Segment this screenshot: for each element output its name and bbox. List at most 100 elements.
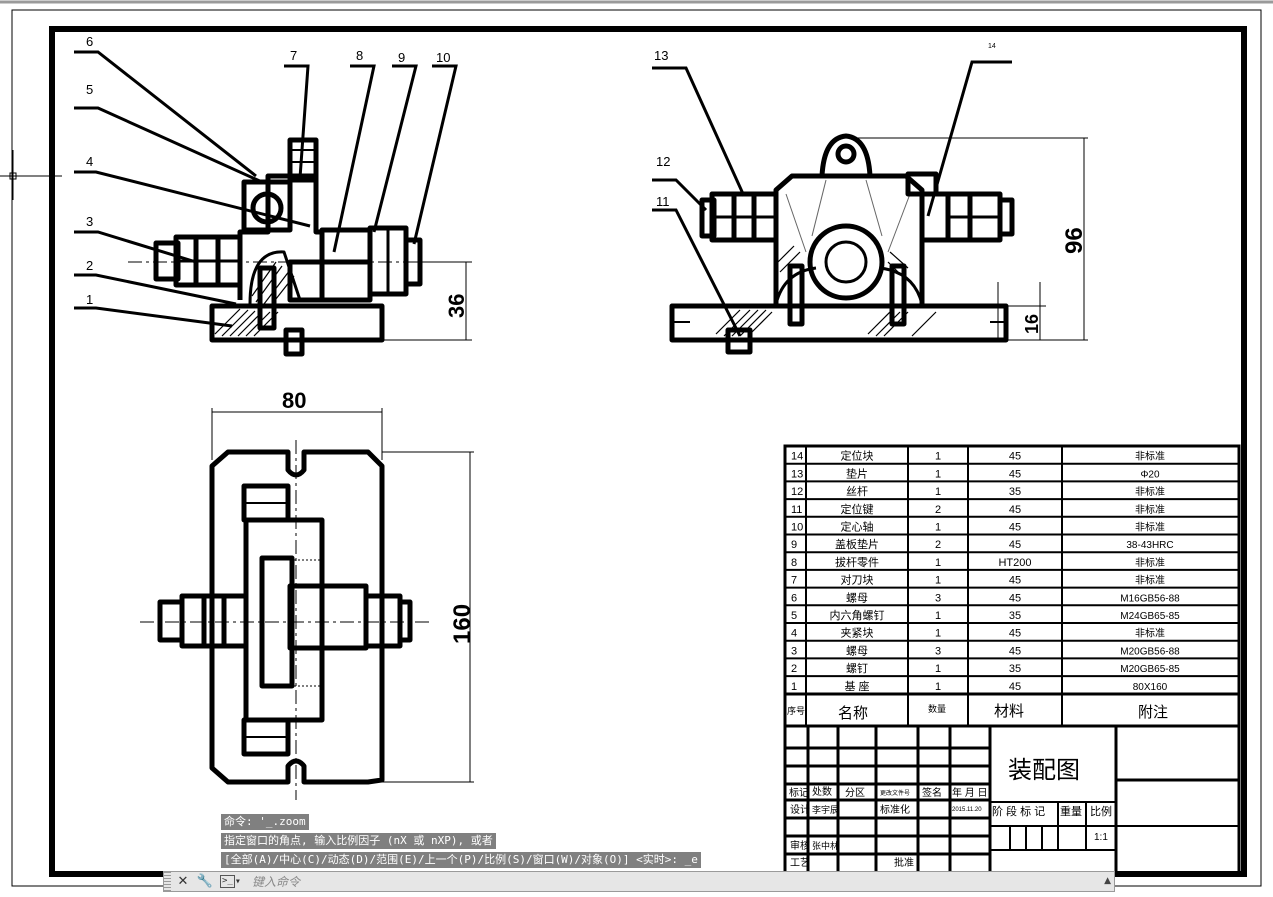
tb-review: 审核 [790, 839, 810, 852]
bom-cell-name: 定心轴 [841, 520, 874, 534]
bom-cell-no: 14 [791, 451, 803, 463]
bom-header: 序号 名称 数量 材料 附注 [787, 703, 1168, 722]
bom-cell-material: 45 [1009, 539, 1021, 551]
bom-cell-name: 拔杆零件 [835, 555, 879, 569]
bom-cell-material: 45 [1009, 628, 1021, 640]
top-dimension-lines [211, 408, 474, 783]
bom-cell-name: 内六角螺钉 [830, 608, 885, 622]
bom-cell-name: 基 座 [844, 679, 869, 693]
balloon-5: 5 [86, 82, 93, 97]
balloon-11: 11 [656, 194, 670, 209]
bom-cell-note: 非标准 [1135, 575, 1165, 587]
command-prompt-icon[interactable]: >_▾ [220, 875, 241, 888]
balloon-14: 14 [988, 43, 996, 50]
bom-cell-note: M20GB65-85 [1120, 664, 1180, 675]
bom-cell-material: 45 [1009, 451, 1021, 463]
bom-cell-note: 非标准 [1135, 522, 1165, 534]
balloon-6: 6 [86, 34, 93, 49]
bom-cell-no: 6 [791, 592, 797, 604]
tb-stage-mark: 阶 段 标 记 [992, 804, 1045, 818]
bom-cell-qty: 2 [935, 539, 941, 551]
front-dimension-36 [382, 261, 472, 341]
bom-cell-no: 12 [791, 486, 803, 498]
bom-cell-material: 45 [1009, 681, 1021, 693]
bom-header-no: 序号 [787, 705, 805, 716]
dimension-labels: 36 96 16 80 160 [282, 227, 1088, 644]
wrench-settings-icon[interactable]: 🔧 [196, 874, 214, 889]
bom-cell-name: 定位键 [841, 502, 874, 516]
front-view [128, 137, 440, 357]
bom-cell-note: M20GB56-88 [1120, 646, 1180, 657]
balloon-4: 4 [86, 154, 93, 169]
bom-cell-note: Φ20 [1140, 469, 1160, 480]
tb-standardize: 标准化 [880, 803, 910, 816]
bom-cell-no: 8 [791, 557, 797, 569]
command-history-line: 命令: '_.zoom [221, 814, 309, 830]
side-view [669, 133, 1015, 355]
bom-header-name: 名称 [838, 705, 868, 722]
bom-header-qty: 数量 [928, 703, 946, 714]
bom-cell-note: 非标准 [1135, 557, 1165, 569]
balloon-10: 10 [436, 50, 450, 65]
bom-cell-note: 80X160 [1133, 682, 1168, 693]
tb-mark: 标记 [789, 787, 809, 799]
scroll-up-icon[interactable]: ▲ [1104, 876, 1111, 886]
command-bar-grip-handle[interactable] [164, 872, 171, 891]
bom-cell-note: 非标准 [1135, 451, 1165, 463]
balloon-leaders-front [74, 50, 458, 328]
bom-cell-name: 螺母 [846, 644, 868, 657]
bom-cell-qty: 1 [935, 610, 941, 622]
bom-cell-no: 2 [791, 663, 797, 675]
sheet-outer-border [11, 9, 1262, 887]
balloon-13: 13 [654, 48, 668, 63]
bom-cell-name: 定位块 [841, 449, 874, 463]
tb-count: 处数 [812, 785, 832, 798]
bom-cell-material: 35 [1009, 610, 1021, 622]
bom-cell-no: 5 [791, 610, 797, 622]
dim-16: 16 [1022, 314, 1042, 334]
bom-cell-no: 13 [791, 468, 803, 480]
bom-cell-qty: 1 [935, 575, 941, 587]
tb-designer: 李宇辰 [812, 804, 839, 815]
balloon-2: 2 [86, 258, 93, 273]
command-line-bar: ✕ 🔧 >_▾ ▲ [163, 871, 1115, 892]
drawing-title: 装配图 [1008, 757, 1080, 784]
balloon-labels: 1 2 3 4 5 6 7 8 9 10 11 12 13 14 [86, 34, 996, 307]
tb-design-date: 2015.11.20 [952, 807, 982, 813]
bom-cell-note: 非标准 [1135, 486, 1165, 498]
bom-cell-material: 45 [1009, 468, 1021, 480]
bom-cell-material: 35 [1009, 663, 1021, 675]
bom-cell-qty: 1 [935, 522, 941, 534]
tb-reviewer: 张中林 [812, 840, 839, 851]
command-history: 命令: '_.zoom 指定窗口的角点, 输入比例因子 (nX 或 nXP), … [221, 810, 761, 868]
bom-cell-qty: 1 [935, 451, 941, 463]
balloon-9: 9 [398, 50, 405, 65]
bom-cell-material: HT200 [998, 557, 1031, 569]
dim-160: 160 [449, 604, 476, 644]
bom-cell-name: 丝杆 [846, 484, 868, 498]
bom-cell-note: 非标准 [1135, 504, 1165, 516]
tb-change-doc: 更改文件号 [880, 789, 910, 797]
tb-design: 设计 [790, 803, 810, 816]
tb-process: 工艺 [790, 857, 810, 869]
dim-80: 80 [282, 388, 306, 413]
bom-cell-material: 45 [1009, 645, 1021, 657]
bom-cell-no: 4 [791, 628, 797, 640]
bom-cell-no: 11 [791, 504, 802, 516]
bom-cell-name: 对刀块 [841, 573, 874, 587]
bom-cell-qty: 3 [935, 592, 941, 604]
bom-header-material: 材料 [994, 703, 1024, 720]
close-icon[interactable]: ✕ [177, 874, 189, 889]
bom-cell-name: 垫片 [846, 466, 868, 480]
tb-zone: 分区 [845, 787, 865, 799]
bom-cell-material: 45 [1009, 575, 1021, 587]
tb-scale-value: 1:1 [1094, 832, 1108, 843]
command-history-line: [全部(A)/中心(C)/动态(D)/范围(E)/上一个(P)/比例(S)/窗口… [221, 852, 701, 868]
balloon-8: 8 [356, 48, 363, 63]
bom-cell-material: 45 [1009, 522, 1021, 534]
bom-cell-name: 螺母 [846, 591, 868, 604]
bom-cell-no: 9 [791, 539, 797, 551]
command-input[interactable] [252, 873, 1092, 890]
command-history-line: 指定窗口的角点, 输入比例因子 (nX 或 nXP), 或者 [221, 833, 496, 849]
